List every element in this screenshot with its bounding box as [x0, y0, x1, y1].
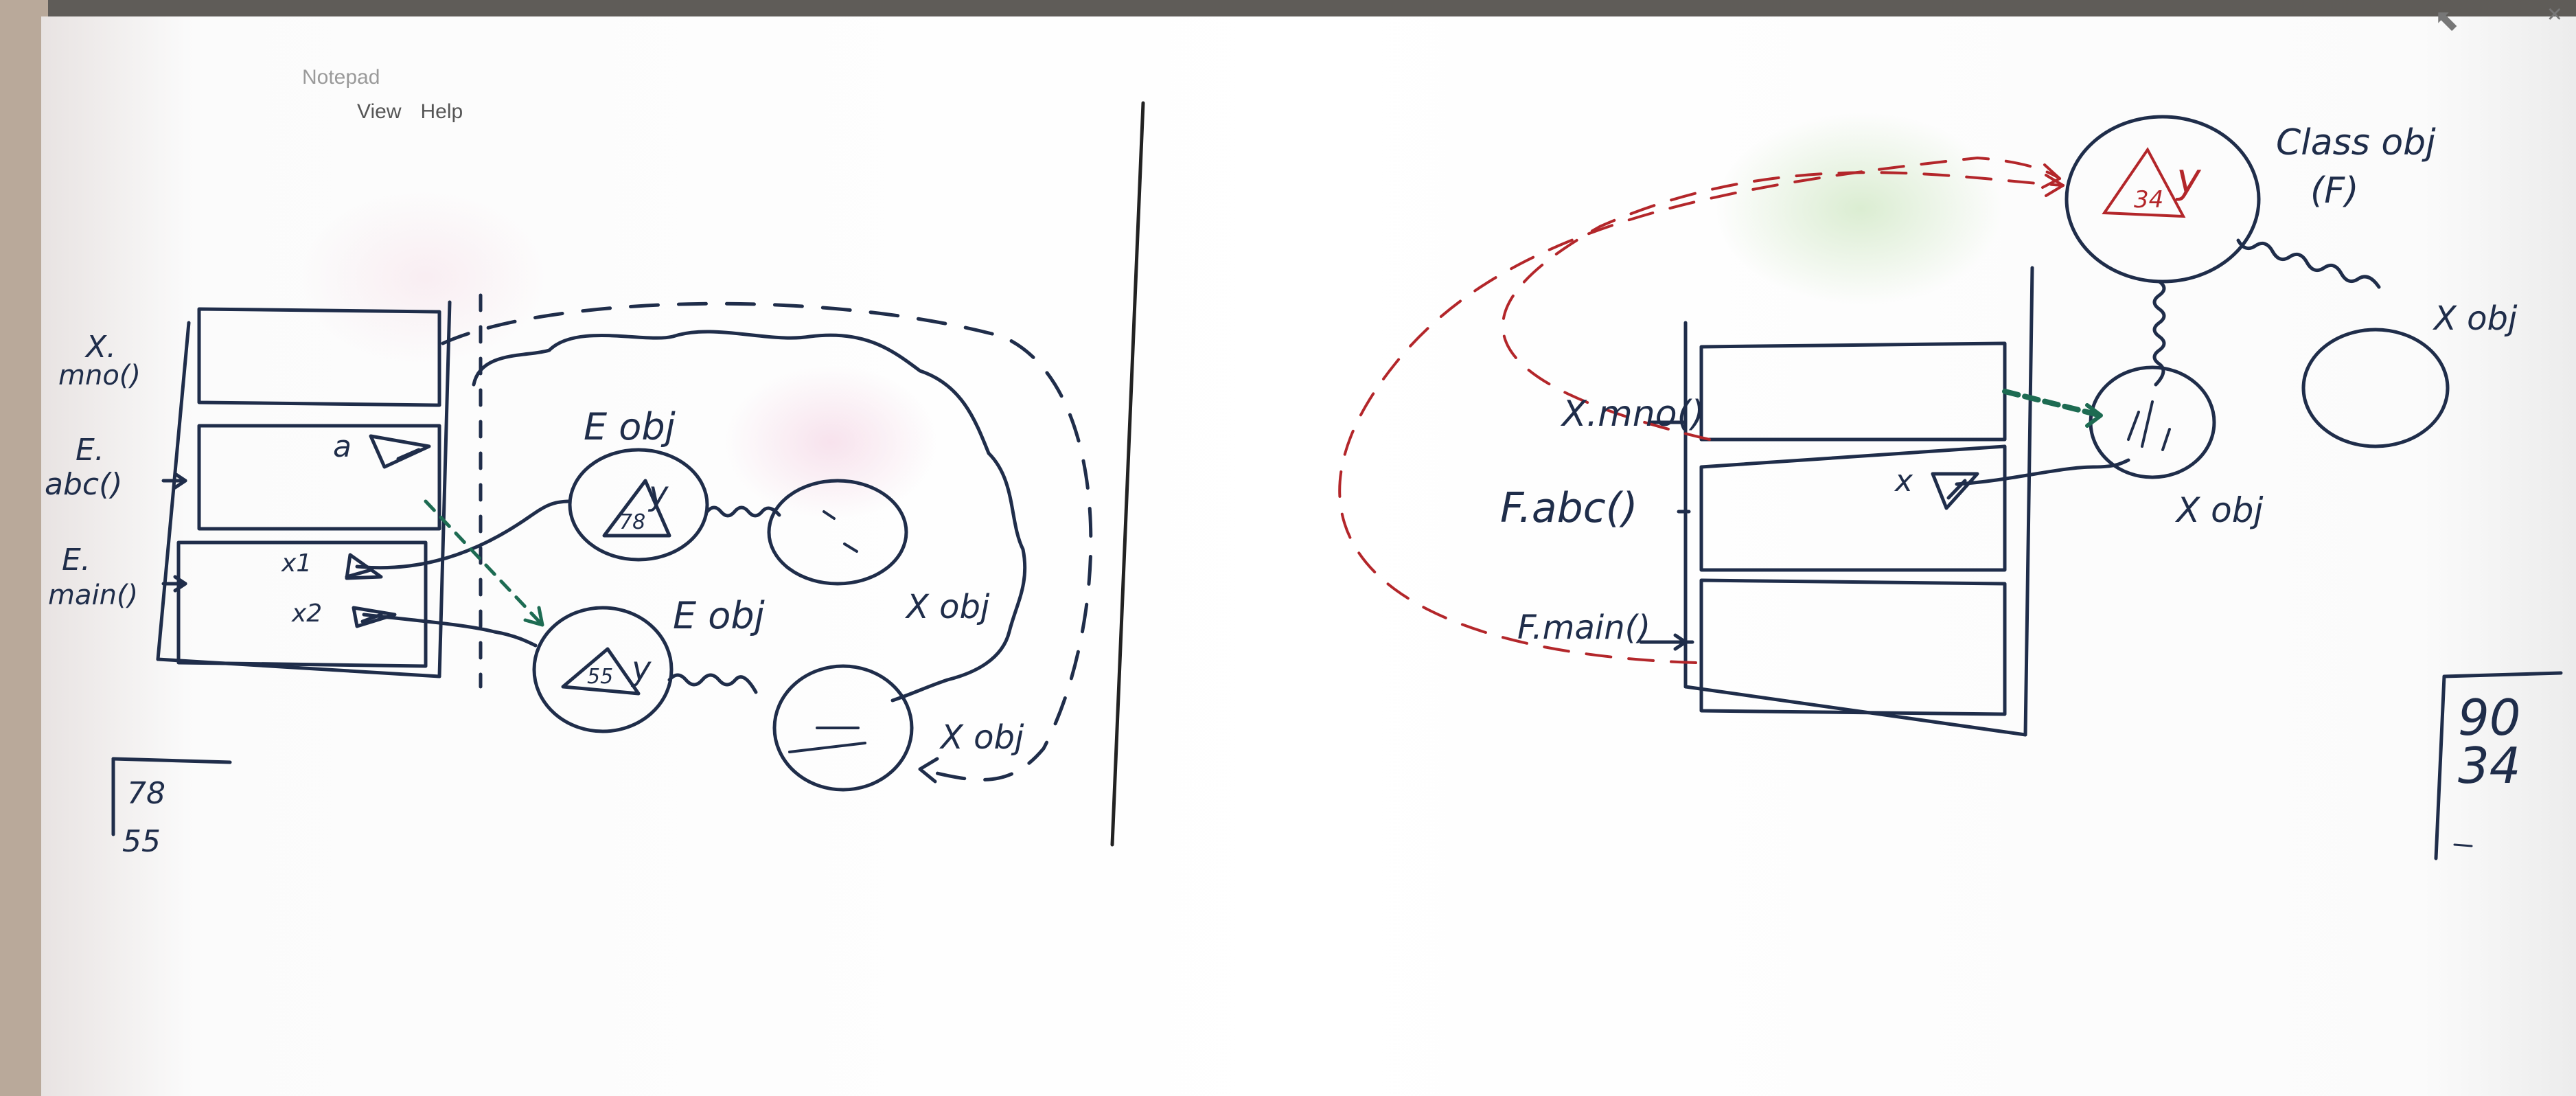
- stack-label-mno: mno(): [58, 360, 141, 391]
- x-obj-right-2-label: X obj: [2432, 299, 2518, 338]
- frame-var-x2: x2: [291, 600, 322, 628]
- output-right-2: 34: [2458, 737, 2521, 795]
- center-divider: [1110, 101, 1145, 847]
- stack-label-main: main(): [48, 580, 138, 611]
- class-obj-field: y: [2175, 155, 2202, 203]
- output-left-2: 55: [122, 824, 161, 859]
- stack-label-x: X.: [84, 330, 116, 365]
- window-title: Notepad: [302, 66, 380, 89]
- class-obj-label-2: (F): [2310, 170, 2358, 212]
- frame-var-x2-box: [352, 606, 397, 628]
- e-obj-1-label: E obj: [584, 405, 676, 448]
- x-obj-left-2: [772, 664, 914, 792]
- menu-view[interactable]: View: [357, 100, 402, 123]
- e-obj-2-label: E obj: [673, 594, 765, 637]
- cursor-icon: ⬉: [2434, 3, 2459, 37]
- e-obj-1: [568, 448, 709, 562]
- cloud-outline: [472, 330, 1027, 703]
- x-obj-left-2-label: X obj: [939, 718, 1024, 757]
- stack-label-f-abc: F.abc(): [1500, 484, 1638, 532]
- frame-var-x1: x1: [281, 549, 312, 578]
- x-obj-left-1-label: X obj: [904, 588, 990, 626]
- close-button[interactable]: ×: [2546, 0, 2562, 29]
- output-right-1: 90: [2458, 689, 2521, 746]
- right-stack: [1639, 266, 2034, 737]
- e-obj-1-field: y: [647, 475, 669, 513]
- menu-bar: View Help: [357, 100, 463, 124]
- stack-label-f-main: F.main(): [1517, 608, 1651, 647]
- x-obj-left-1: [767, 479, 908, 586]
- e-obj-2-value: 55: [587, 665, 613, 689]
- class-obj-label-1: Class obj: [2276, 122, 2436, 163]
- frame-var-a-box: [369, 434, 431, 469]
- x-obj-right-2: [2301, 328, 2450, 448]
- wall-background: [0, 0, 48, 1096]
- class-obj-f: [2065, 115, 2261, 284]
- e-obj-2: [532, 606, 674, 733]
- menu-help[interactable]: Help: [420, 100, 463, 123]
- stack-label-abc: abc(): [45, 467, 122, 502]
- stack-label-e1: E.: [76, 433, 104, 468]
- stack-label-x-mno: X.mno(): [1560, 393, 1705, 435]
- whiteboard-screen: [41, 16, 2576, 1096]
- x-obj-right-1-label: X obj: [2174, 490, 2263, 530]
- e-obj-2-field: y: [630, 650, 652, 688]
- stack-label-e2: E.: [62, 543, 91, 578]
- class-obj-value: 34: [2134, 186, 2163, 214]
- frame-var-x: x: [1894, 464, 1913, 499]
- e-obj-1-value: 78: [619, 510, 645, 534]
- output-left-1: 78: [127, 776, 165, 811]
- x-obj-right-1: [2089, 365, 2216, 479]
- left-stack: [156, 293, 483, 689]
- monitor-bezel: [0, 0, 2576, 16]
- frame-var-a: a: [333, 429, 352, 464]
